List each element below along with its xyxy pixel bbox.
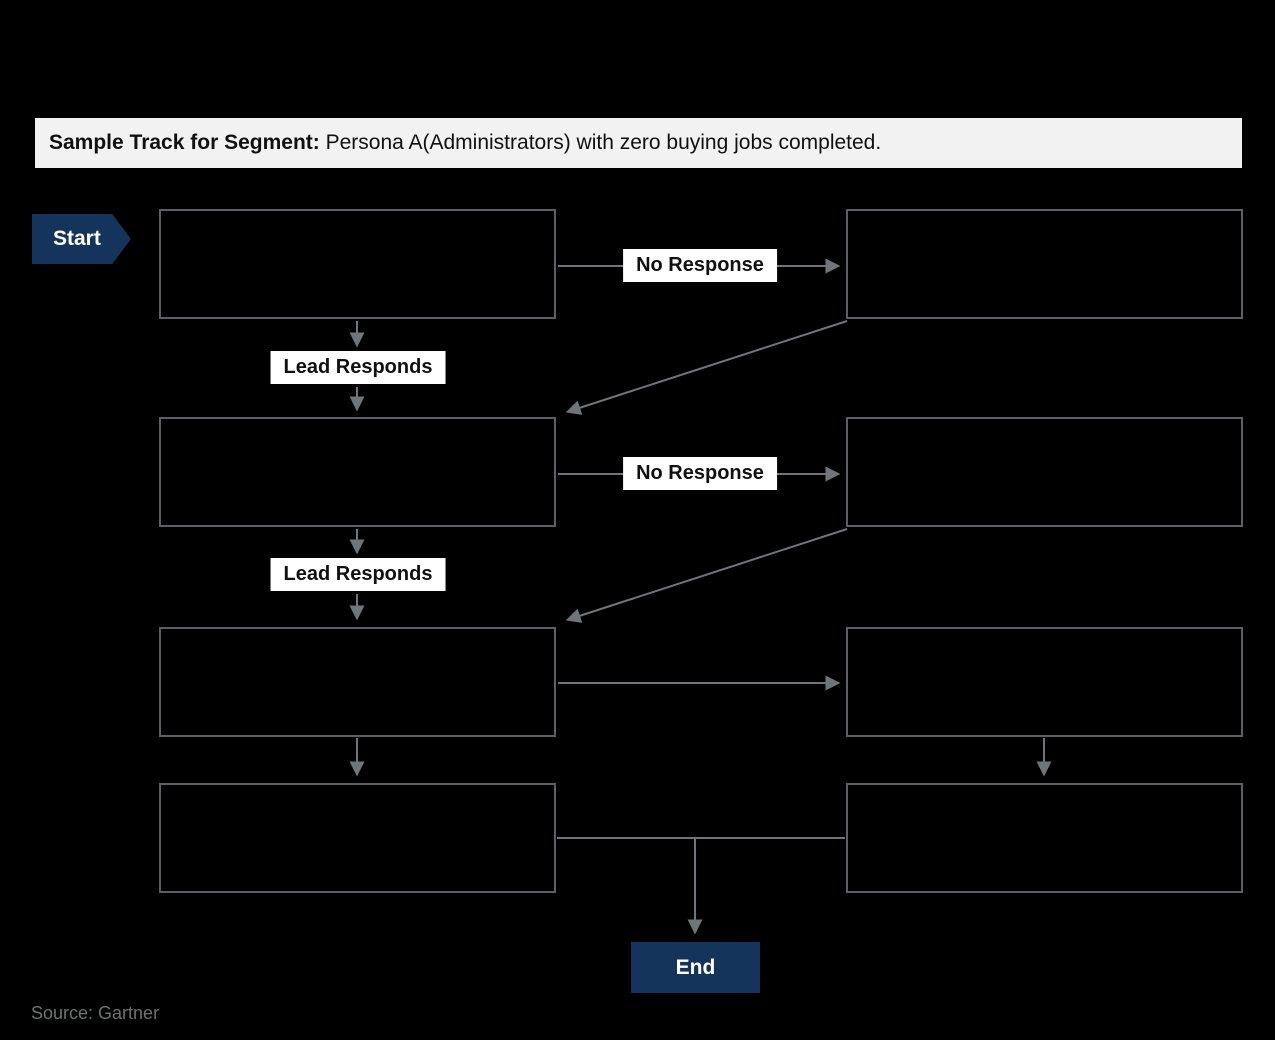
edge-label-lead-responds-1: Lead Responds [270,351,446,384]
end-label: End [675,955,716,979]
flow-box-row4-right [846,783,1243,893]
flow-box-row1-right [846,209,1243,319]
title-bold: Sample Track for Segment: [49,131,320,154]
flow-box-row3-right [846,627,1243,737]
flow-box-row3-left [159,627,556,737]
flow-box-row1-left [159,209,556,319]
start-marker: Start [32,214,131,264]
edge-label-no-response-1: No Response [623,249,777,282]
flow-box-row4-left [159,783,556,893]
flow-box-row2-left [159,417,556,527]
arrow-diagonal-2 [565,528,848,623]
title-rest: Persona A(Administrators) with zero buyi… [319,131,882,154]
flow-box-row2-right [846,417,1243,527]
start-label: Start [53,227,101,250]
end-marker: End [631,942,760,993]
edge-label-lead-responds-2: Lead Responds [270,558,446,591]
arrow-diagonal-1 [565,320,848,415]
title-bar: Sample Track for Segment: Persona A(Admi… [35,118,1242,168]
source-note: Source: Gartner [31,1003,160,1023]
edge-label-no-response-2: No Response [623,457,777,490]
